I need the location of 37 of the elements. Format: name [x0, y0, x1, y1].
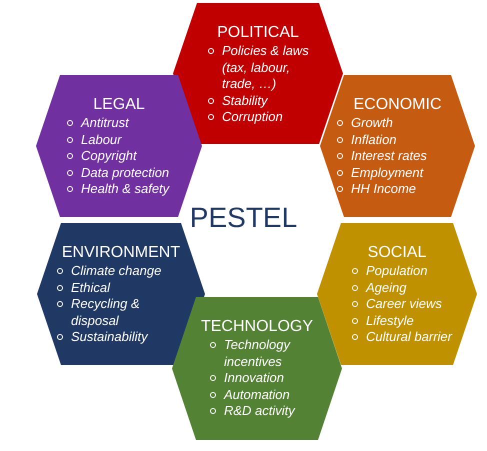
list-item: Health & safety [81, 181, 170, 198]
list-item: Automation [224, 386, 290, 403]
category-hexagon [317, 223, 477, 365]
category-heading: TECHNOLOGY [200, 317, 313, 337]
list-item: Technology incentives [224, 337, 292, 370]
center-title: PESTEL [190, 201, 298, 235]
list-item: Cultural barrier [366, 329, 452, 346]
category-hexagon [320, 75, 475, 217]
list-item: Ageing [366, 280, 406, 296]
list-item: Employment [351, 164, 424, 181]
list-item: Antitrust [81, 115, 129, 132]
list-item: Stability [222, 92, 268, 109]
list-item: Labour [81, 132, 122, 148]
category-heading: LEGAL [93, 95, 145, 115]
category-heading: ENVIRONMENT [62, 243, 180, 263]
list-item: Growth [351, 115, 393, 132]
list-item: Data protection [81, 164, 170, 181]
list-item: R&D activity [224, 403, 295, 420]
category-hexagon [172, 297, 342, 440]
category-heading: POLITICAL [217, 23, 299, 43]
list-item: Corruption [222, 109, 283, 126]
list-item: Policies & laws (tax, labour, trade, …) [222, 43, 310, 92]
list-item: Climate change [71, 263, 162, 280]
list-item: Ethical [71, 280, 110, 296]
list-item: Copyright [81, 148, 137, 164]
category-heading: SOCIAL [368, 243, 426, 263]
list-item: Recycling & disposal [71, 296, 141, 329]
list-item: Population [366, 263, 428, 280]
list-item: HH Income [351, 181, 416, 198]
list-item: Career views [366, 296, 442, 312]
list-item: Innovation [224, 370, 284, 386]
list-item: Inflation [351, 132, 397, 148]
category-hexagon [173, 3, 343, 144]
list-item: Lifestyle [366, 312, 414, 329]
list-item: Sustainability [71, 329, 148, 346]
category-heading: ECONOMIC [354, 95, 442, 115]
list-item: Interest rates [351, 148, 427, 164]
